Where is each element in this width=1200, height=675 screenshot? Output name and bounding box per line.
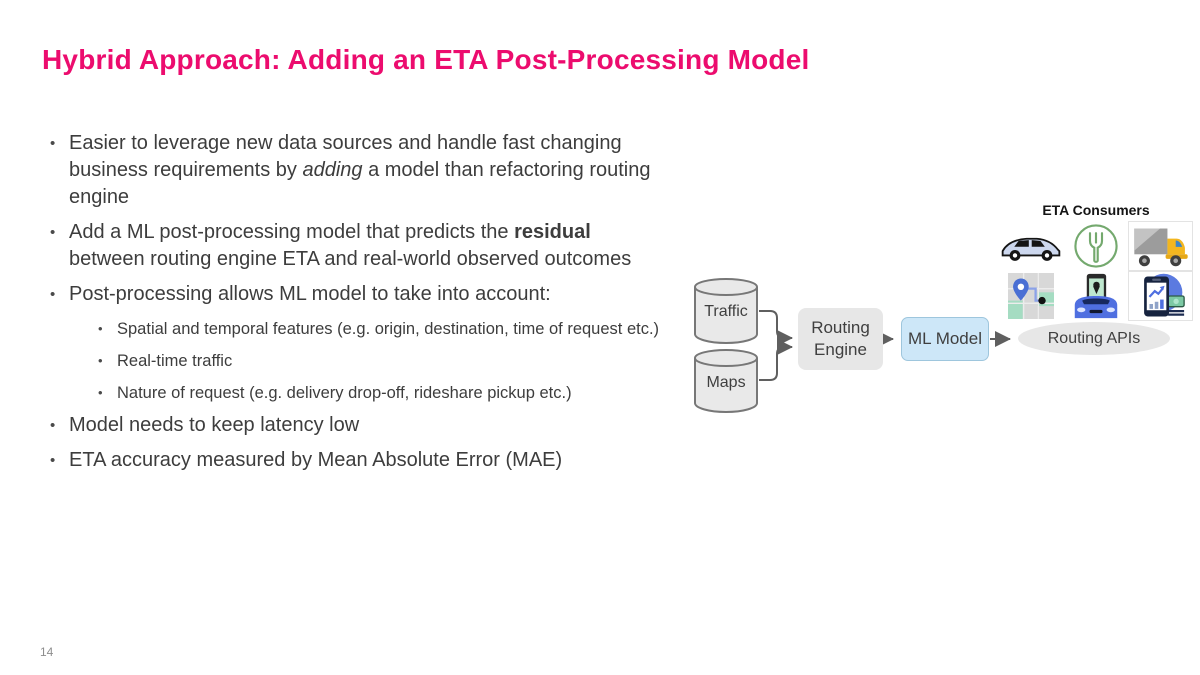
food-delivery-fork-icon [1063, 221, 1128, 271]
bullet-text: Post-processing allows ML model to take … [69, 283, 551, 305]
eta-consumers-icon-grid [998, 221, 1194, 321]
bullet-item-2: Add a ML post-processing model that pred… [40, 219, 667, 273]
sub-bullet-item-1: Spatial and temporal features (e.g. orig… [88, 316, 693, 342]
bullet-list: Easier to leverage new data sources and … [40, 130, 700, 482]
bullet-text: Easier to leverage new data sources and … [69, 132, 622, 181]
database-cylinder-icon [694, 278, 758, 344]
bullet-text: between routing engine ETA and real-worl… [69, 248, 632, 270]
delivery-truck-icon [1128, 221, 1193, 271]
page-title: Hybrid Approach: Adding an ETA Post-Proc… [42, 44, 810, 75]
database-cylinder-icon [694, 349, 758, 413]
maps-datastore: Maps [693, 348, 759, 419]
bullet-text: ETA accuracy measured by Mean Absolute E… [69, 449, 563, 471]
bullet-item-4: Model needs to keep latency low [40, 412, 667, 439]
sub-bullet-item-2: Real-time traffic [88, 348, 693, 374]
eta-architecture-diagram: Traffic Maps Routing Engine ML Model Rou… [680, 195, 1200, 435]
bullet-text: Model needs to keep latency low [69, 414, 360, 436]
bullet-text: Spatial and temporal features (e.g. orig… [117, 320, 660, 338]
sub-bullet-item-3: Nature of request (e.g. delivery drop-of… [88, 380, 693, 406]
bullet-text-italic: adding [302, 159, 363, 181]
bullet-text: Nature of request (e.g. delivery drop-of… [117, 384, 572, 402]
slide-page-number: 14 [40, 645, 54, 659]
traffic-label: Traffic [704, 303, 748, 320]
eta-consumers-label: ETA Consumers [1042, 202, 1150, 218]
ml-model-node: ML Model [901, 317, 989, 361]
traffic-datastore: Traffic [693, 277, 759, 350]
bullet-text: a model than refactoring routing engine [69, 159, 651, 208]
bullet-text: Add a ML post-processing model that pred… [69, 221, 515, 243]
bullet-item-1: Easier to leverage new data sources and … [40, 130, 667, 211]
routing-engine-node: Routing Engine [798, 308, 883, 370]
maps-label: Maps [706, 374, 746, 391]
map-route-pin-icon [998, 271, 1063, 321]
bullet-item-3: Post-processing allows ML model to take … [40, 281, 667, 308]
rideshare-car-icon [998, 221, 1063, 271]
rideshare-pickup-phone-icon [1063, 271, 1128, 321]
bullet-text: Real-time traffic [117, 352, 233, 370]
routing-apis-node: Routing APIs [1018, 322, 1170, 355]
bullet-item-5: ETA accuracy measured by Mean Absolute E… [40, 447, 667, 474]
bullet-text-bold: residual [514, 221, 591, 243]
earnings-analytics-phone-icon [1128, 271, 1193, 321]
